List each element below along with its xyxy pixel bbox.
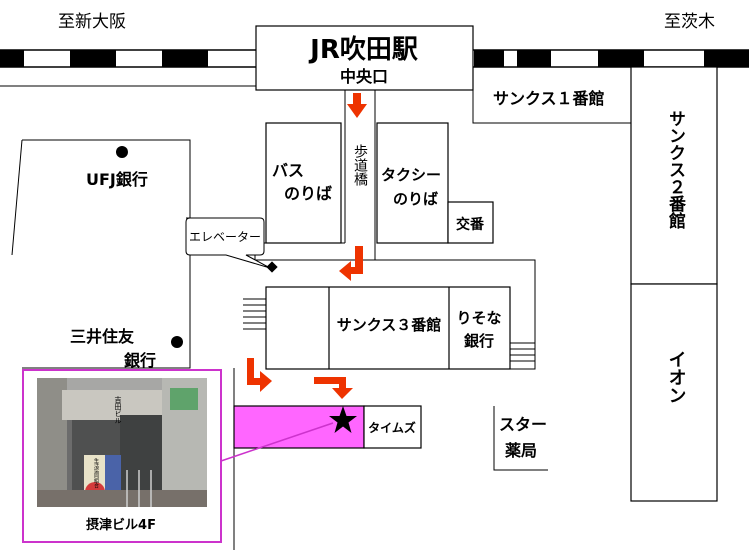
elevator-label: エレベーター xyxy=(189,230,261,244)
star-pharmacy-label-1: スター xyxy=(499,415,547,434)
ufj-bank: UFJ銀行 xyxy=(86,146,148,189)
elevator-callout: エレベーター xyxy=(185,217,278,273)
mitsui-label-1: 三井住友 xyxy=(70,327,135,346)
photo-banner-text: 生活協同組合 xyxy=(93,457,99,489)
building-photo: 吉田ビル 生活協同組合 xyxy=(37,378,207,507)
suncus2-label: サンクス２番館 xyxy=(665,110,687,230)
aeon-building: イオン xyxy=(630,283,718,502)
station-building: JR吹田駅 中央口 xyxy=(255,25,474,91)
star-pharmacy-label-2: 薬局 xyxy=(504,441,537,460)
times-label: タイムズ xyxy=(368,420,416,435)
koban-box: 交番 xyxy=(447,201,494,244)
resona-label-2: 銀行 xyxy=(464,332,494,350)
building-photo-frame: 吉田ビル 生活協同組合 摂津ビル4F xyxy=(22,369,222,543)
mitsui-marker xyxy=(171,336,183,348)
aeon-label: イオン xyxy=(666,350,687,404)
photo-connector-line xyxy=(220,422,334,462)
destination-building xyxy=(233,405,365,449)
times-parking: タイムズ xyxy=(363,405,422,449)
bus-label-2: のりば xyxy=(284,184,332,203)
star-marker-icon xyxy=(329,406,357,433)
resona-bank: りそな 銀行 xyxy=(456,309,501,350)
suncus3-building: サンクス３番館 xyxy=(265,286,511,370)
ufj-label: UFJ銀行 xyxy=(86,170,148,189)
direction-shin-osaka: 至新大阪 xyxy=(58,12,126,32)
walkway-label: 歩道橋 xyxy=(352,144,368,186)
mitsui-bank: 三井住友 銀行 xyxy=(70,327,183,370)
bus-label-1: バス xyxy=(272,161,304,180)
station-name: JR吹田駅 xyxy=(308,35,418,65)
star-pharmacy: スター 薬局 xyxy=(499,415,547,460)
direction-ibaraki: 至茨木 xyxy=(664,12,715,32)
stairs-left xyxy=(243,298,266,330)
suncus3-label: サンクス３番館 xyxy=(337,316,442,334)
taxi-stop: タクシー のりば xyxy=(376,122,449,244)
koban-label: 交番 xyxy=(456,216,485,233)
photo-sign-text: 吉田ビル xyxy=(114,396,122,424)
suncus1-label: サンクス１番館 xyxy=(493,89,605,108)
arrow-icon xyxy=(247,93,367,399)
bus-stop: バス のりば xyxy=(265,122,342,244)
resona-label-1: りそな xyxy=(456,309,501,327)
taxi-label-1: タクシー xyxy=(381,166,441,184)
mitsui-label-2: 銀行 xyxy=(124,351,156,370)
taxi-label-2: のりば xyxy=(393,190,438,208)
suncus2-building: サンクス２番館 xyxy=(630,66,718,285)
elevator-marker xyxy=(266,261,278,273)
stairs-right xyxy=(510,342,535,362)
photo-caption: 摂津ビル4F xyxy=(86,517,156,533)
station-exit: 中央口 xyxy=(340,67,388,86)
ufj-marker xyxy=(116,146,128,158)
